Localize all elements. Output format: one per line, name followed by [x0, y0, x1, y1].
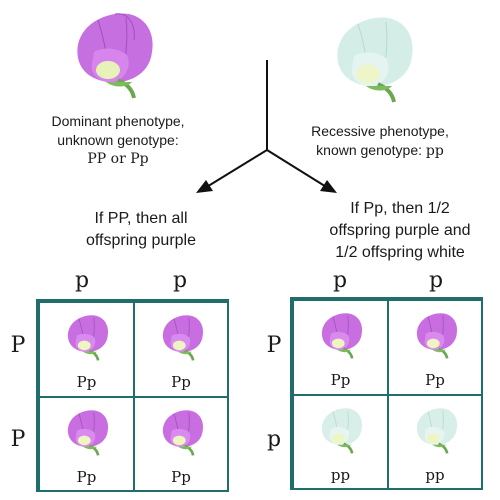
right-cell-3-label: pp [330, 466, 351, 484]
dominant-genotype: PP or Pp [87, 151, 149, 167]
right-row-header-2: p [266, 427, 282, 452]
dominant-caption-line1: Dominant phenotype, [51, 113, 185, 129]
purple-flower-icon [416, 313, 458, 359]
right-outcome-line3: 1/2 offspring white [335, 244, 465, 261]
left-col-header-1: p [74, 268, 90, 293]
left-row-header-1: P [10, 333, 26, 358]
right-cell-3: pp [292, 394, 389, 490]
left-col-header-2: p [172, 268, 188, 293]
recessive-genotype: pp [425, 143, 444, 159]
recessive-caption-line2-text: known genotype: [316, 142, 423, 158]
right-punnett-square: Pp Pp pp pp [290, 297, 483, 490]
purple-flower-icon [162, 410, 204, 456]
left-cell-4: Pp [133, 396, 229, 492]
left-cell-1-label: Pp [76, 373, 97, 391]
left-cell-2-label: Pp [171, 373, 191, 391]
recessive-caption-line1: Recessive phenotype, [311, 123, 449, 139]
left-outcome-line1: If PP, then all [94, 210, 188, 227]
purple-flower-icon [162, 315, 204, 361]
dominant-caption-line2: unknown genotype: [57, 132, 179, 148]
right-cell-2: Pp [387, 299, 483, 396]
right-outcome-line1: If Pp, then 1/2 [350, 200, 450, 217]
left-row-header-2: P [10, 427, 26, 452]
dominant-caption: Dominant phenotype, unknown genotype: PP… [28, 112, 208, 169]
left-outcome: If PP, then all offspring purple [56, 208, 226, 252]
left-cell-1: Pp [38, 301, 135, 398]
right-cell-2-label: Pp [425, 371, 445, 389]
right-outcome-line2: offspring purple and [329, 222, 471, 239]
recessive-caption: Recessive phenotype, known genotype: pp [290, 122, 470, 161]
right-cell-1-label: Pp [330, 371, 351, 389]
right-cell-1: Pp [292, 299, 389, 396]
recessive-caption-line2: known genotype: pp [290, 141, 470, 161]
right-cell-4: pp [387, 394, 483, 490]
purple-flower-icon [321, 313, 363, 359]
right-row-header-1: P [266, 333, 282, 358]
left-cell-4-label: Pp [171, 468, 191, 486]
right-col-header-1: p [332, 268, 348, 293]
white-flower-icon [321, 408, 363, 454]
right-outcome: If Pp, then 1/2 offspring purple and 1/2… [310, 198, 490, 264]
recessive-parent-flower-icon [337, 17, 413, 103]
left-punnett-square: Pp Pp Pp Pp [36, 299, 229, 492]
left-cell-3-label: Pp [76, 468, 97, 486]
purple-flower-icon [67, 315, 109, 361]
right-cell-4-label: pp [425, 466, 445, 484]
purple-flower-icon [67, 410, 109, 456]
white-flower-icon [416, 408, 458, 454]
left-outcome-line2: offspring purple [86, 232, 196, 249]
dominant-parent-flower-icon [77, 13, 153, 99]
right-col-header-2: p [428, 268, 444, 293]
left-cell-3: Pp [38, 396, 135, 492]
left-cell-2: Pp [133, 301, 229, 398]
